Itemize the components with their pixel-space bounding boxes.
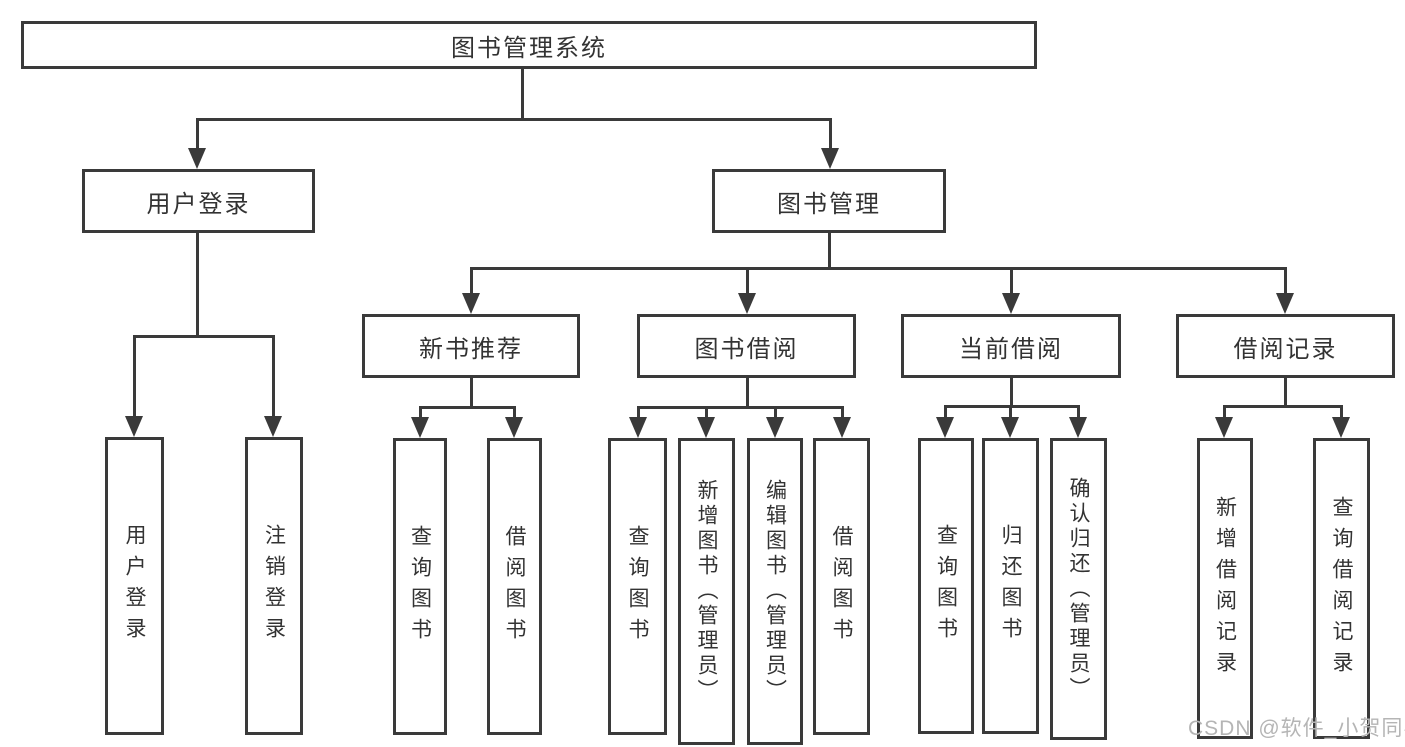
connector-line <box>637 406 640 419</box>
node-label: 借阅记录 <box>1233 335 1338 363</box>
arrow-down-icon <box>1002 293 1020 314</box>
leaf-edit-book-admin: 编辑图书（管理员） <box>747 438 803 745</box>
leaf-query-books-recommend: 查询图书 <box>393 438 447 735</box>
leaf-logout: 注销登录 <box>245 437 303 735</box>
connector-line <box>196 118 199 152</box>
leaf-label: 新增图书（管理员） <box>695 479 718 704</box>
leaf-borrow-books: 借阅图书 <box>813 438 870 735</box>
node-book-management: 图书管理 <box>712 169 946 233</box>
connector-line <box>1340 405 1343 419</box>
node-label: 图书借阅 <box>694 335 799 363</box>
arrow-down-icon <box>1332 417 1350 438</box>
connector-line <box>746 267 749 295</box>
arrow-down-icon <box>738 293 756 314</box>
connector-line <box>133 335 274 338</box>
connector-line <box>1077 405 1080 419</box>
leaf-query-borrow-record: 查询借阅记录 <box>1313 438 1370 739</box>
arrow-down-icon <box>833 417 851 438</box>
leaf-label: 新增借阅记录 <box>1213 495 1237 682</box>
arrow-down-icon <box>1276 293 1294 314</box>
connector-line <box>774 406 777 419</box>
arrow-down-icon <box>936 417 954 438</box>
leaf-label: 用户登录 <box>123 524 146 648</box>
arrow-down-icon <box>629 417 647 438</box>
leaf-user-login: 用户登录 <box>105 437 164 735</box>
arrow-down-icon <box>264 416 282 437</box>
arrow-down-icon <box>697 417 715 438</box>
node-user-login: 用户登录 <box>82 169 315 233</box>
node-current-borrow: 当前借阅 <box>901 314 1121 378</box>
node-root-label: 图书管理系统 <box>451 34 607 62</box>
connector-line <box>841 406 844 419</box>
arrow-down-icon <box>1215 417 1233 438</box>
arrow-down-icon <box>462 293 480 314</box>
connector-line <box>419 406 516 409</box>
connector-line <box>637 406 844 409</box>
arrow-down-icon <box>821 148 839 169</box>
leaf-confirm-return-admin: 确认归还（管理员） <box>1050 438 1107 740</box>
leaf-add-borrow-record: 新增借阅记录 <box>1197 438 1253 739</box>
node-borrow-records: 借阅记录 <box>1176 314 1395 378</box>
connector-line <box>944 405 947 419</box>
connector-line <box>470 267 473 295</box>
arrow-down-icon <box>505 417 523 438</box>
connector-line <box>196 118 832 121</box>
arrow-down-icon <box>1001 417 1019 438</box>
connector-line <box>1009 405 1012 419</box>
connector-line <box>133 335 136 420</box>
leaf-add-book-admin: 新增图书（管理员） <box>678 438 735 745</box>
connector-line <box>1223 405 1226 419</box>
leaf-label: 确认归还（管理员） <box>1067 476 1090 702</box>
arrow-down-icon <box>1069 417 1087 438</box>
leaf-query-books-borrow: 查询图书 <box>608 438 667 735</box>
connector-line <box>746 378 749 408</box>
leaf-label: 查询图书 <box>408 524 432 649</box>
leaf-label: 注销登录 <box>262 524 286 648</box>
connector-line <box>828 233 831 268</box>
connector-line <box>272 335 275 420</box>
connector-line <box>470 378 473 408</box>
watermark: CSDN @软件_小贺同学 <box>1188 717 1405 740</box>
connector-line <box>1010 267 1013 295</box>
leaf-label: 编辑图书（管理员） <box>763 479 787 704</box>
connector-line <box>419 406 422 419</box>
node-root: 图书管理系统 <box>21 21 1037 69</box>
leaf-label: 借阅图书 <box>503 524 526 649</box>
leaf-label: 归还图书 <box>999 524 1022 648</box>
leaf-query-books-current: 查询图书 <box>918 438 974 734</box>
connector-line <box>705 406 708 419</box>
node-label: 用户登录 <box>146 190 251 218</box>
arrow-down-icon <box>125 416 143 437</box>
connector-line <box>829 118 832 152</box>
connector-line <box>1284 378 1287 407</box>
node-label: 当前借阅 <box>959 335 1063 363</box>
arrow-down-icon <box>411 417 429 438</box>
connector-line <box>1010 378 1013 407</box>
arrow-down-icon <box>766 417 784 438</box>
connector-line <box>196 233 199 336</box>
connector-line <box>1284 267 1287 295</box>
leaf-label: 查询图书 <box>626 524 649 649</box>
leaf-label: 查询图书 <box>934 524 958 648</box>
node-new-book-recommend: 新书推荐 <box>362 314 580 378</box>
connector-line <box>521 69 524 120</box>
connector-line <box>944 405 1080 408</box>
leaf-label: 借阅图书 <box>830 524 853 649</box>
leaf-return-book: 归还图书 <box>982 438 1039 734</box>
connector-line <box>470 267 1287 270</box>
connector-line <box>513 406 516 419</box>
leaf-borrow-books-recommend: 借阅图书 <box>487 438 542 735</box>
node-book-borrow: 图书借阅 <box>637 314 856 378</box>
node-label: 新书推荐 <box>419 335 523 363</box>
connector-line <box>1223 405 1343 408</box>
arrow-down-icon <box>188 148 206 169</box>
node-label: 图书管理 <box>777 190 881 218</box>
leaf-label: 查询借阅记录 <box>1330 495 1353 682</box>
